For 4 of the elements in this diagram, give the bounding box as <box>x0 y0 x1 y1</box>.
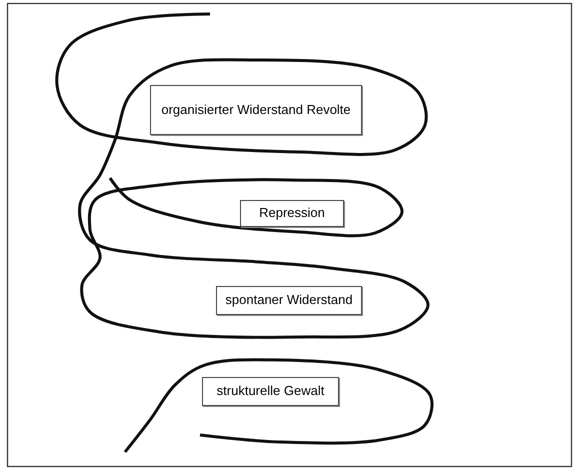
label-box: organisierter Widerstand Revolte <box>150 85 362 135</box>
label-box: Repression <box>240 200 344 227</box>
label-box: strukturelle Gewalt <box>202 377 339 406</box>
label-box: spontaner Widerstand <box>216 286 362 315</box>
